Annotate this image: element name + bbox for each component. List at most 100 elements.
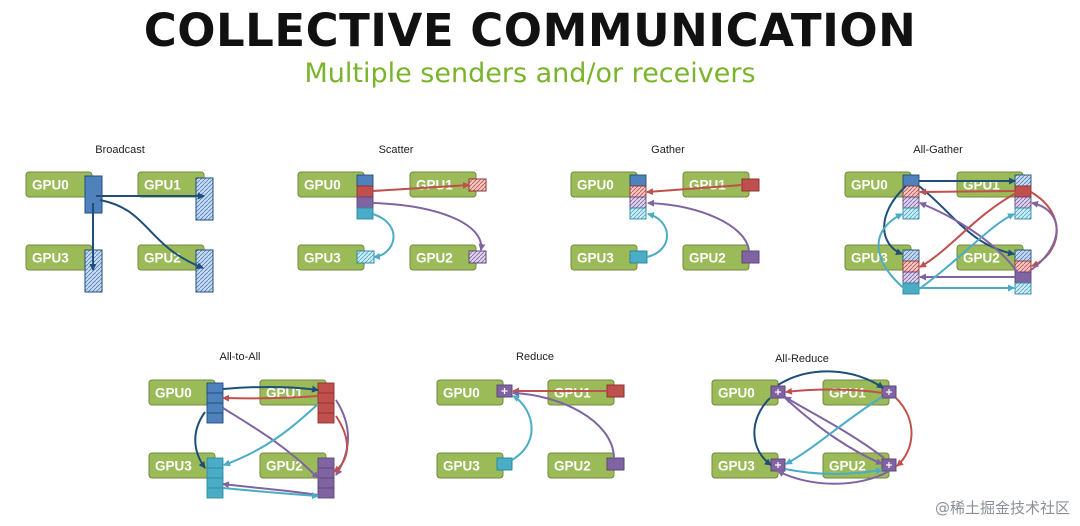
buffer-cell xyxy=(468,250,487,264)
buffer-cell xyxy=(356,174,374,187)
transfer-arrow xyxy=(222,481,319,496)
buffer-cell xyxy=(206,457,224,469)
buffer-cell xyxy=(206,412,224,424)
transfer-arrow xyxy=(877,213,907,291)
panel-title: All-Gather xyxy=(913,144,963,156)
buffer-cell xyxy=(206,392,224,404)
transfer-arrow xyxy=(919,188,1016,196)
gpu-label: GPU0 xyxy=(718,386,755,401)
transfer-arrow xyxy=(372,181,470,192)
buffer-cell xyxy=(317,457,335,469)
gpu-label: GPU0 xyxy=(577,178,614,193)
transfer-arrow xyxy=(777,370,884,389)
reduce-op-icon xyxy=(886,462,892,468)
gpu-label: GPU2 xyxy=(689,251,726,266)
transfer-arrow xyxy=(372,202,486,251)
gpu-label: GPU2 xyxy=(144,251,181,266)
transfer-arrow xyxy=(783,396,883,465)
gpu-label: GPU3 xyxy=(577,251,614,266)
transfer-arrow xyxy=(99,199,204,270)
panel-title: All-Reduce xyxy=(775,353,829,365)
buffer-cell xyxy=(195,177,214,221)
buffer-cell xyxy=(1014,174,1032,187)
transfer-arrow xyxy=(646,212,668,258)
transfer-arrow xyxy=(222,487,319,500)
buffer-cell xyxy=(206,382,224,394)
transfer-arrow xyxy=(222,407,319,479)
watermark: @稀土掘金技术社区 xyxy=(934,499,1070,517)
gpu-label: GPU2 xyxy=(554,459,591,474)
transfer-arrow xyxy=(511,395,533,461)
transfer-arrow xyxy=(919,191,1019,268)
transfer-arrow xyxy=(918,185,1015,257)
buffer-cell xyxy=(356,196,374,209)
buffer-cell xyxy=(629,250,648,264)
panel-title: Gather xyxy=(651,144,685,156)
panel-title: Reduce xyxy=(516,351,554,363)
buffer-cell xyxy=(317,477,335,489)
panel-title: Scatter xyxy=(379,144,414,156)
buffer-cell xyxy=(468,178,487,192)
buffer-cell xyxy=(902,196,920,209)
gpu-label: GPU0 xyxy=(443,386,480,401)
gpu-label: GPU1 xyxy=(689,178,726,193)
gpu-label: GPU0 xyxy=(851,178,888,193)
buffer-cell xyxy=(1014,282,1032,295)
transfer-arrow xyxy=(753,397,772,466)
gpu-label: GPU1 xyxy=(144,178,181,193)
buffer-cell xyxy=(902,260,920,273)
buffer-cell xyxy=(206,402,224,414)
buffer-cell xyxy=(902,271,920,284)
buffer-cell xyxy=(195,249,214,293)
transfer-arrow xyxy=(222,394,319,402)
buffer-cell xyxy=(606,384,625,398)
buffer-cell xyxy=(206,467,224,479)
buffer-cell xyxy=(902,207,920,220)
transfer-arrow xyxy=(646,184,743,196)
buffer-cell xyxy=(206,477,224,489)
transfer-arrow xyxy=(777,470,890,485)
buffer-cell xyxy=(629,174,647,187)
buffer-cell xyxy=(1014,196,1032,209)
buffer-cell xyxy=(317,392,335,404)
buffer-cell xyxy=(629,207,647,220)
reduce-op-icon xyxy=(501,388,508,394)
transfer-arrow xyxy=(785,387,884,395)
reduce-op-icon xyxy=(775,389,781,395)
transfer-arrow xyxy=(223,403,319,467)
gpu-label: GPU3 xyxy=(155,459,192,474)
gpu-label: GPU1 xyxy=(829,386,866,401)
gpu-label: GPU3 xyxy=(32,251,69,266)
panel-title: All-to-All xyxy=(220,351,261,363)
gpu-label: GPU0 xyxy=(304,178,341,193)
panel-title: Broadcast xyxy=(95,144,145,156)
page-title: COLLECTIVE COMMUNICATION xyxy=(143,4,917,57)
transfer-arrow xyxy=(1030,200,1058,271)
reduce-op-icon xyxy=(775,462,781,468)
gpu-label: GPU2 xyxy=(266,459,303,474)
buffer-cell xyxy=(741,250,760,264)
transfer-arrow xyxy=(333,415,349,473)
buffer-cell xyxy=(206,487,224,499)
gpu-label: GPU2 xyxy=(416,251,453,266)
buffer-cell xyxy=(741,178,760,192)
transfer-arrow xyxy=(222,385,319,393)
buffer-cell xyxy=(629,196,647,209)
transfer-arrow xyxy=(512,389,615,458)
gpu-label: GPU2 xyxy=(829,459,866,474)
buffer-cell xyxy=(317,487,335,499)
buffer-cell xyxy=(496,457,513,471)
buffer-cell xyxy=(902,249,920,262)
buffer-cell xyxy=(902,174,920,187)
buffer-cell xyxy=(356,207,374,220)
transfer-arrow xyxy=(647,199,750,251)
buffer-cell xyxy=(629,185,647,198)
buffer-cell xyxy=(317,402,335,414)
transfer-arrow xyxy=(194,411,206,469)
buffer-cell xyxy=(1014,271,1032,284)
